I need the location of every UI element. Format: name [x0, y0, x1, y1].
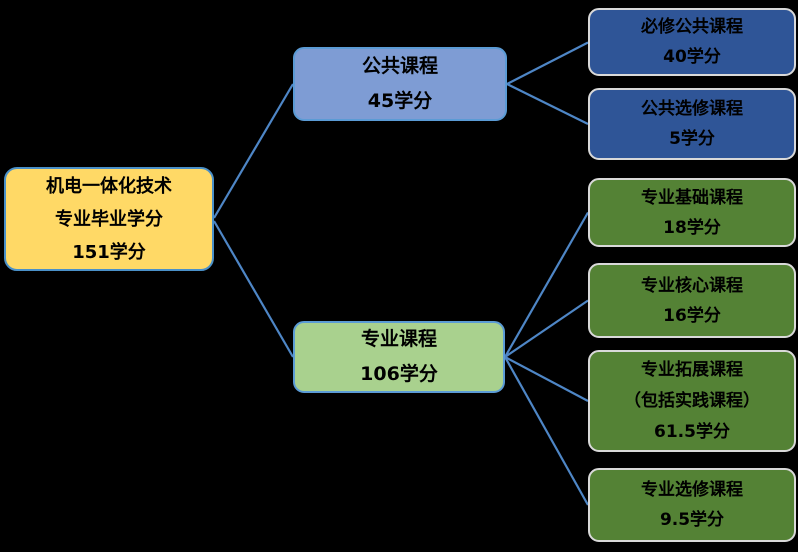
- node-credits: 16学分: [663, 305, 721, 326]
- edge-major-basic: [504, 211, 589, 358]
- node-credits: 61.5学分: [654, 421, 730, 442]
- node-title: 专业课程: [360, 328, 437, 350]
- node-credits: 9.5学分: [659, 510, 725, 530]
- edge-major-core: [504, 299, 589, 358]
- node-title: 专业核心课程: [641, 275, 743, 296]
- node-major-basic-courses: 专业基础课程 18学分: [588, 178, 796, 247]
- node-credits: 40学分: [663, 47, 721, 67]
- edge-major-extension: [504, 356, 589, 402]
- edge-major-elective: [504, 356, 589, 506]
- node-subtitle: （包括实践课程）: [624, 390, 760, 411]
- root-title-line2: 专业毕业学分: [55, 208, 163, 230]
- node-public-courses: 公共课程 45学分: [293, 47, 507, 121]
- node-credits: 18学分: [663, 217, 721, 238]
- node-title: 必修公共课程: [641, 17, 743, 37]
- node-title: 专业基础课程: [641, 187, 743, 208]
- node-credits: 45学分: [367, 90, 433, 112]
- node-root-graduation-credits: 机电一体化技术 专业毕业学分 151学分: [4, 167, 214, 271]
- node-title: 公共课程: [361, 55, 438, 77]
- node-title: 公共选修课程: [641, 99, 743, 119]
- node-title: 专业拓展课程: [641, 359, 743, 380]
- edge-public-elective: [506, 83, 589, 125]
- node-major-elective-courses: 专业选修课程 9.5学分: [588, 468, 796, 542]
- node-major-extension-courses: 专业拓展课程 （包括实践课程） 61.5学分: [588, 350, 796, 452]
- node-public-elective-courses: 公共选修课程 5学分: [588, 88, 796, 160]
- root-title-line1: 机电一体化技术: [46, 175, 172, 197]
- edge-public-required: [506, 41, 589, 85]
- node-required-public-courses: 必修公共课程 40学分: [588, 8, 796, 76]
- root-credits: 151学分: [72, 241, 146, 263]
- node-major-core-courses: 专业核心课程 16学分: [588, 263, 796, 338]
- node-title: 专业选修课程: [641, 480, 743, 500]
- node-credits: 5学分: [669, 129, 715, 149]
- node-credits: 106学分: [360, 363, 438, 385]
- node-major-courses: 专业课程 106学分: [293, 321, 505, 393]
- edge-root-major: [213, 220, 294, 358]
- edge-root-public: [213, 83, 294, 219]
